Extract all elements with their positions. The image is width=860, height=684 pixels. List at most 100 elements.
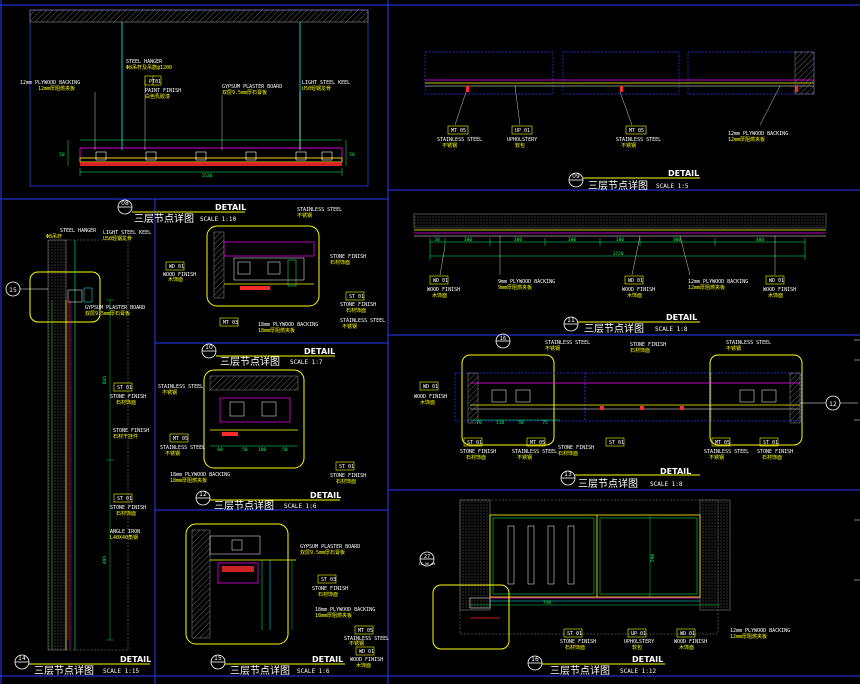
d11-dim-6: 400 <box>756 237 764 243</box>
d14-title-en: DETAIL <box>120 655 151 664</box>
d11-tag1-code: WD <box>433 278 439 284</box>
d13-scale: SCALE 1:8 <box>650 481 683 488</box>
d15-tag-st-no: 03 <box>330 577 336 583</box>
d09-title-cn: 三层节点详图 <box>588 179 648 192</box>
d14-label-stone1-cn: 石材饰面 <box>116 399 136 406</box>
d14-label-angle-cn: L40X40角钢 <box>110 534 138 541</box>
d12-title-block <box>195 490 340 506</box>
d14-label-stone3: STONE FINISH <box>110 505 146 511</box>
d11-tag3-code: WD <box>769 278 775 284</box>
d15-label-wood-cn: 木饰面 <box>356 662 371 669</box>
d16-num: 16 <box>531 656 539 663</box>
d10-tag-st-no: 01 <box>358 294 364 300</box>
d13-label-stone2-cn: 石材饰面 <box>466 454 486 461</box>
d13-num: 13 <box>564 471 572 478</box>
d11-label-plywood12: 12mm PLYWOOD BACKING <box>688 279 748 285</box>
d16-dim-width: 710 <box>543 600 551 606</box>
d10-label-ss-cn: 不锈钢 <box>297 212 312 219</box>
d13-tag-st1-code: ST <box>467 440 473 446</box>
d16-label-stone: STONE FINISH <box>560 639 596 645</box>
d12-scale: SCALE 1:6 <box>284 503 317 510</box>
d08-label-steel-hanger-cn: Φ8吊杆及吊筋@1200 <box>126 64 172 71</box>
marker-27-sub: 16-06-06 <box>419 562 436 566</box>
d11-dim-3: 300 <box>568 237 576 243</box>
d16-scale: SCALE 1:12 <box>620 668 657 675</box>
d14-label-keel-cn: U50轻钢龙骨 <box>103 235 132 242</box>
d08-label-steel-hanger: STEEL HANGER <box>126 59 163 65</box>
d12-label-stone-cn: 石材饰面 <box>336 478 356 485</box>
d10-tag-wd-no: 01 <box>178 264 184 270</box>
d09-scale: SCALE 1:5 <box>656 183 689 190</box>
d15-scale: SCALE 1:6 <box>297 668 330 675</box>
d11-title-block <box>563 316 700 332</box>
d13-tag-st3-code: ST <box>763 440 769 446</box>
d16-label-plywood-cn: 12mm厚阻燃夹板 <box>730 633 767 640</box>
detail-16-drawing <box>432 499 731 650</box>
d10-label-wood-cn: 木饰面 <box>168 276 183 283</box>
d16-tag-up-no: 01 <box>640 631 646 637</box>
d16-title-en: DETAIL <box>632 655 663 664</box>
d10-label-ss: STAINLESS STEEL <box>297 207 342 213</box>
d09-tag2-no: 01 <box>524 128 530 134</box>
d13-tag-st1-no: 01 <box>476 440 482 446</box>
d08-label-keel: LIGHT STEEL KEEL <box>302 80 350 86</box>
d14-label-gypsum-cn: 双层9.5mm厚石膏板 <box>85 310 130 317</box>
d08-label-gypsum-cn: 双层9.5mm厚石膏板 <box>222 89 267 96</box>
d12-tag-st-no: 01 <box>348 464 354 470</box>
d11-dim-total: 1720 <box>613 251 624 257</box>
d15-title-block <box>210 654 345 670</box>
d08-tag-code: PT <box>149 79 155 85</box>
d11-scale: SCALE 1:8 <box>655 326 688 333</box>
d10-tag-st-code: ST <box>349 294 355 300</box>
d08-label-gypsum: GYPSUM PLASTER BOARD <box>222 84 282 90</box>
d11-title-en: DETAIL <box>666 313 697 322</box>
d15-label-plywood-cn: 18mm厚阻燃夹板 <box>315 612 352 619</box>
d13-label-ss4-cn: 不锈钢 <box>709 454 724 461</box>
d11-label-wood2-cn: 木饰面 <box>627 292 642 299</box>
marker-12-label: 12 <box>829 401 837 408</box>
d13-tag-st3-no: 01 <box>772 440 778 446</box>
d11-title-cn: 三层节点详图 <box>584 322 644 335</box>
d14-label-stone1: STONE FINISH <box>110 394 146 400</box>
detail-10-drawing <box>165 225 365 327</box>
d14-dim-upper: 845 <box>102 376 108 384</box>
d09-tag1-no: 05 <box>460 128 466 134</box>
d13-label-ss3-cn: 不锈钢 <box>517 454 532 461</box>
d10-num: 10 <box>205 344 213 351</box>
marker-15 <box>5 281 48 297</box>
marker-16-label: 16 <box>500 336 506 342</box>
d15-label-gypsum-cn: 双层9.5mm厚石膏板 <box>300 549 345 556</box>
d12-dim-1: 50 <box>242 447 248 453</box>
d10-title-en: DETAIL <box>304 347 335 356</box>
d10-label-wood: WOOD FINISH <box>163 272 196 278</box>
d13-label-stone1: STONE FINISH <box>630 342 666 348</box>
d12-dim-0: 80 <box>217 447 223 453</box>
d16-tag-up-code: UP <box>631 631 637 637</box>
d10-label-plywood: 18mm PLYWOOD BACKING <box>258 322 318 328</box>
d13-label-stone3: STONE FINISH <box>558 445 594 451</box>
d10-label-plywood-cn: 18mm厚阻燃夹板 <box>258 327 295 334</box>
d15-label-ss-cn: 不锈钢 <box>349 640 364 647</box>
d09-tag3-no: 05 <box>638 128 644 134</box>
d11-tag1-no: 01 <box>442 278 448 284</box>
d14-tag2-code: ST <box>117 496 123 502</box>
d09-title-block <box>568 172 700 188</box>
d10-tag-mt-code: MT <box>223 320 229 326</box>
d13-title-en: DETAIL <box>660 467 691 476</box>
d13-label-stone4: STONE FINISH <box>757 449 793 455</box>
d12-num: 12 <box>199 491 207 498</box>
d15-label-wood: WOOD FINISH <box>350 657 383 663</box>
d08-title-block <box>117 199 245 215</box>
d13-label-ss1-cn: 不锈钢 <box>545 345 560 352</box>
d16-dim-height: 590 <box>650 554 656 562</box>
d13-label-stone1-cn: 石材饰面 <box>630 347 650 354</box>
d12-label-stone: STONE FINISH <box>330 473 366 479</box>
d08-scale: SCALE 1:10 <box>200 216 237 223</box>
d15-tag-mt-code: MT <box>358 628 364 634</box>
d15-num: 15 <box>214 655 222 662</box>
d13-label-ss3: STAINLESS STEEL <box>512 449 557 455</box>
d13-dim-0: 70 <box>476 420 482 426</box>
d11-tag2-code: WD <box>628 278 634 284</box>
